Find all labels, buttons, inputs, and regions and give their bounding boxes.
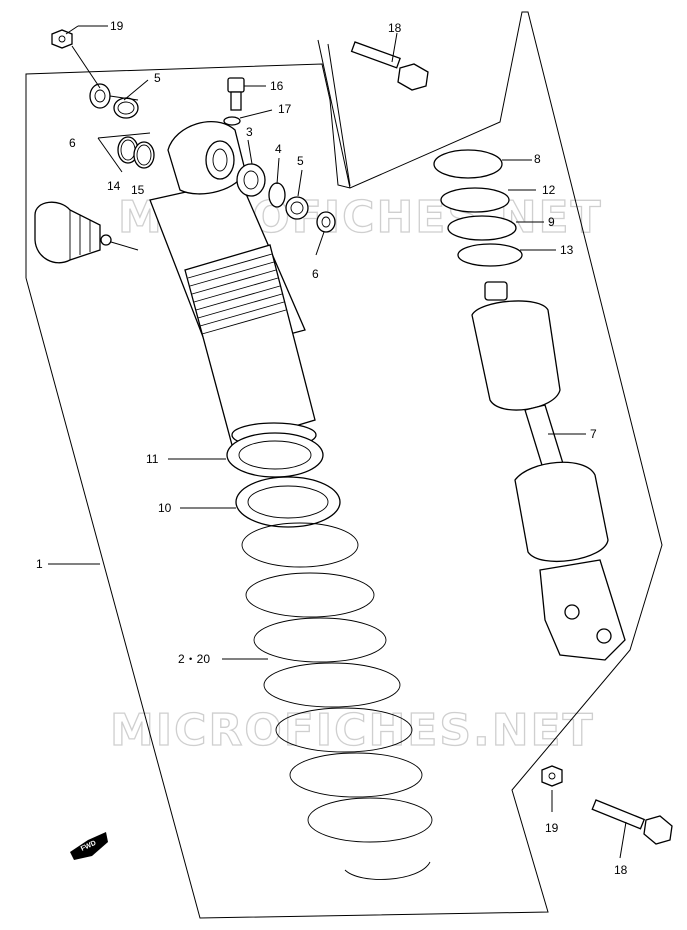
callout-13: 13 [560,243,574,257]
left-group-border [25,11,663,919]
callout-5-right: 5 [297,154,304,168]
callout-18-bottom: 18 [614,863,628,877]
callout-6-left: 6 [69,136,76,150]
right-group-border-edge [327,43,351,187]
piston-rod-assembly [433,149,626,661]
upper-left-small-parts [51,29,155,173]
lower-nut [541,765,563,787]
callout-5-left: 5 [154,71,161,85]
mount-bolt-bottom [591,799,673,845]
callout-3: 3 [246,125,253,139]
watermark-bottom: MICROFICHES.NET [110,705,595,756]
callout-16: 16 [270,79,284,93]
callout-10: 10 [158,501,172,515]
callout-9: 9 [548,215,555,229]
mount-bolt-top [350,41,429,91]
callout-17: 17 [278,102,292,116]
callout-15: 15 [131,183,145,197]
leader-lines [48,25,627,859]
callout-11: 11 [146,452,159,466]
callout-7: 7 [590,427,597,441]
reservoir-bladder [34,201,139,264]
callout-8: 8 [534,152,541,166]
callout-12: 12 [542,183,556,197]
right-group-border [317,39,351,189]
callout-1: 1 [36,557,43,571]
callout-4: 4 [275,142,282,156]
eye-bearing-parts [236,163,336,233]
callout-19-bottom: 19 [545,821,559,835]
spring-adjuster-nuts [226,432,341,528]
bolt-16-washer-17 [223,77,245,126]
callout-2-20: 2・20 [178,652,210,666]
spring [241,522,433,880]
callout-6-right: 6 [312,267,319,281]
callout-19-top: 19 [110,19,124,33]
callout-14: 14 [107,179,121,193]
callout-18-top: 18 [388,21,402,35]
fwd-arrow-icon: FWD [70,832,108,860]
shock-body [149,121,317,448]
